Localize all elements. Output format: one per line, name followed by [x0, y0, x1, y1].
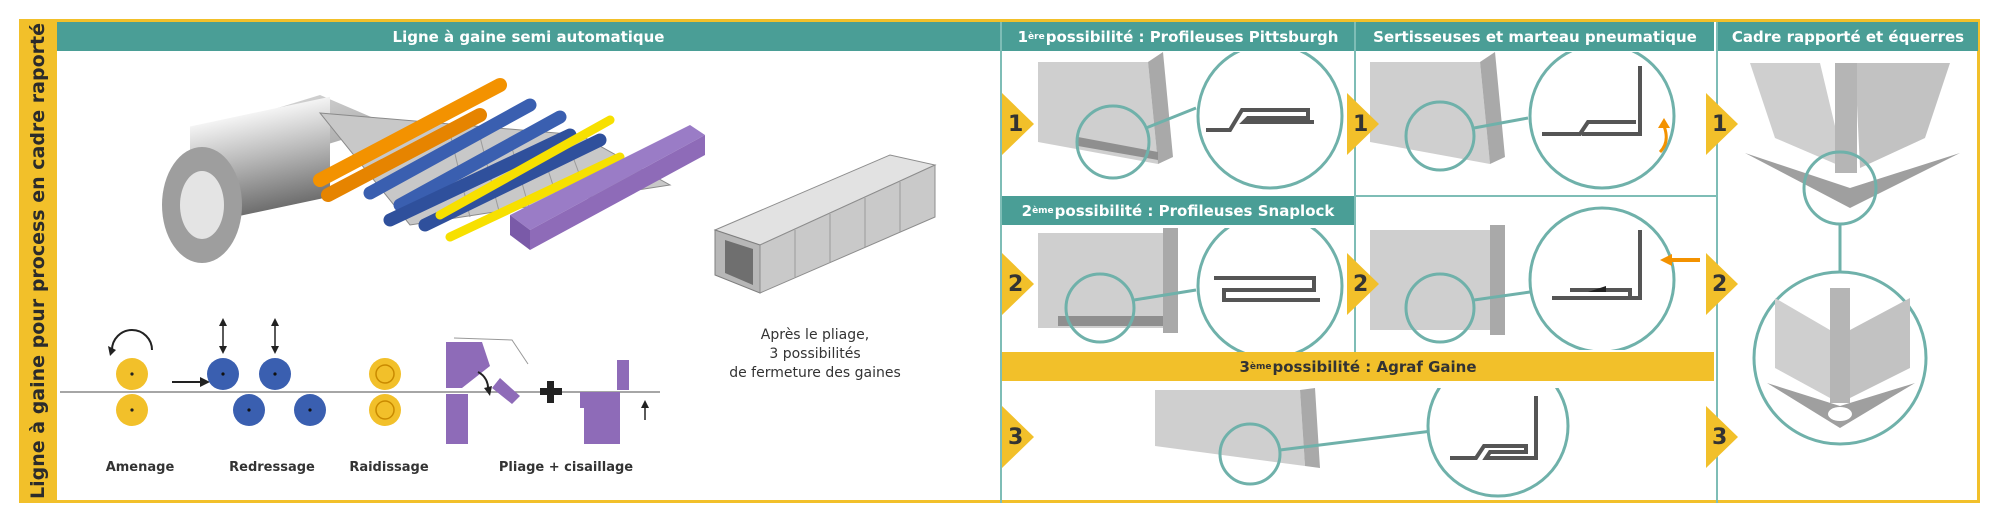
closure-note: Après le pliage, 3 possibilités de ferme… [715, 326, 915, 383]
option3-header-text: possibilité : Agraf Gaine [1272, 357, 1477, 376]
option3-sup: ème [1249, 361, 1272, 372]
crimp-header-text: Sertisseuses et marteau pneumatique [1373, 27, 1697, 46]
stage-label-amenage: Amenage [105, 460, 175, 475]
badge-option-2 [1002, 253, 1034, 315]
crimp-header: Sertisseuses et marteau pneumatique [1356, 22, 1714, 51]
badge-option-3 [1002, 406, 1034, 468]
closure-note-line: Après le pliage, [760, 327, 870, 343]
frame-header-text: Cadre rapporté et équerres [1731, 27, 1965, 46]
closure-note-line: de fermeture des gaines [729, 365, 901, 381]
divider [1000, 22, 1002, 503]
divider [1716, 22, 1718, 503]
badge-frame-3 [1706, 406, 1738, 468]
option1-sup: ère [1028, 31, 1045, 42]
crimp-seam-illustration-2 [1370, 206, 1700, 350]
badge-number: 3 [1002, 406, 1038, 468]
stage-label-redressage: Redressage [229, 460, 315, 475]
line-header: Ligne à gaine semi automatique [57, 22, 1000, 51]
badge-number-text: 1 [1353, 112, 1369, 137]
corner-frame-illustration [1745, 63, 1960, 446]
badge-number: 1 [1347, 93, 1383, 155]
badge-number: 2 [1002, 253, 1038, 315]
option2-header-text: possibilité : Profileuses Snaplock [1054, 201, 1335, 220]
badge-number: 1 [1002, 93, 1038, 155]
side-title-bar: Ligne à gaine pour process en cadre rapo… [19, 19, 57, 503]
crimp-seam-illustration-1 [1370, 52, 1676, 190]
divider [1354, 22, 1356, 352]
pittsburgh-seam-illustration [1038, 52, 1344, 190]
option1-header-text: possibilité : Profileuses Pittsburgh [1045, 27, 1339, 46]
badge-frame-1 [1706, 93, 1738, 155]
badge-number-text: 1 [1712, 112, 1728, 137]
badge-number: 3 [1706, 406, 1742, 468]
divider [1356, 195, 1716, 197]
badge-number-text: 2 [1008, 272, 1024, 297]
badge-number-text: 2 [1712, 272, 1728, 297]
badge-crimp-1 [1347, 93, 1379, 155]
badge-number-text: 3 [1008, 425, 1024, 450]
option2-num: 2 [1021, 201, 1033, 220]
closure-note-line: 3 possibilités [769, 346, 861, 362]
line-header-text: Ligne à gaine semi automatique [392, 27, 665, 46]
badge-option-1 [1002, 93, 1034, 155]
stage-label-raidissage: Raidissage [349, 460, 429, 475]
process-schematic [60, 318, 660, 444]
side-title: Ligne à gaine pour process en cadre rapo… [27, 23, 50, 499]
option1-num: 1 [1017, 27, 1029, 46]
badge-number-text: 3 [1712, 425, 1728, 450]
open-duct-illustration [713, 154, 937, 294]
option3-num: 3 [1239, 357, 1250, 376]
snaplock-seam-illustration [1038, 228, 1344, 352]
frame-header: Cadre rapporté et équerres [1718, 22, 1978, 51]
option2-sup: ème [1032, 205, 1054, 216]
badge-crimp-2 [1347, 253, 1379, 315]
duct-line-machine-illustration [162, 78, 705, 263]
badge-number-text: 1 [1008, 112, 1024, 137]
stage-label-pliage: Pliage + cisaillage [498, 460, 634, 475]
badge-frame-2 [1706, 253, 1738, 315]
agraf-seam-illustration [1155, 388, 1570, 498]
badge-number: 1 [1706, 93, 1742, 155]
badge-number: 2 [1347, 253, 1383, 315]
badge-number-text: 2 [1353, 272, 1369, 297]
badge-number: 2 [1706, 253, 1742, 315]
